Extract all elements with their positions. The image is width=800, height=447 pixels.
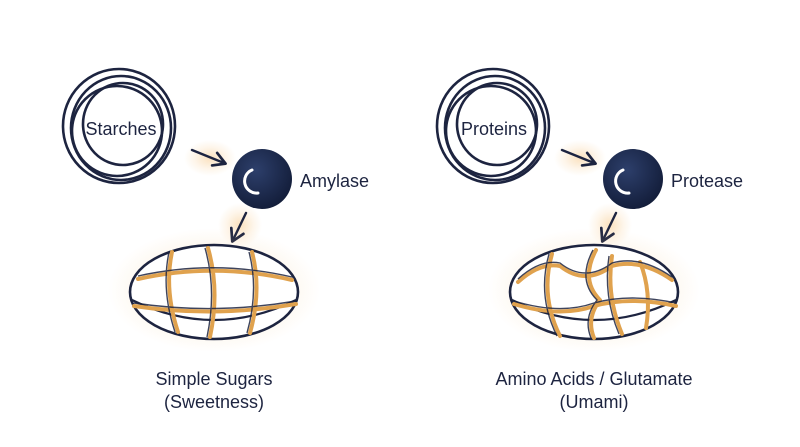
product-label-line1: Amino Acids / Glutamate	[495, 369, 693, 389]
broken-capsule-icon	[488, 228, 700, 352]
enzyme-sphere-icon	[232, 149, 292, 209]
right-pathway	[435, 67, 700, 352]
concentric-rings-icon	[61, 67, 177, 185]
left-pathway	[61, 67, 320, 352]
enzyme-sphere-icon	[603, 149, 663, 209]
substrate-label-starches: Starches	[85, 119, 157, 139]
broken-capsule-icon	[108, 228, 320, 352]
product-label-simple-sugars: Simple Sugars (Sweetness)	[155, 368, 272, 415]
product-label-line2: (Sweetness)	[163, 392, 265, 413]
enzyme-label-amylase: Amylase	[300, 171, 370, 191]
product-label-amino-acids: Amino Acids / Glutamate (Umami)	[495, 368, 692, 415]
arrow-icon	[560, 148, 597, 167]
arrow-icon	[190, 148, 227, 167]
product-label-line1: Simple Sugars	[155, 369, 273, 389]
substrate-label-proteins: Proteins	[460, 119, 528, 139]
product-label-line2: (Umami)	[559, 392, 629, 413]
enzyme-label-protease: Protease	[671, 171, 744, 191]
concentric-rings-icon	[435, 67, 551, 185]
